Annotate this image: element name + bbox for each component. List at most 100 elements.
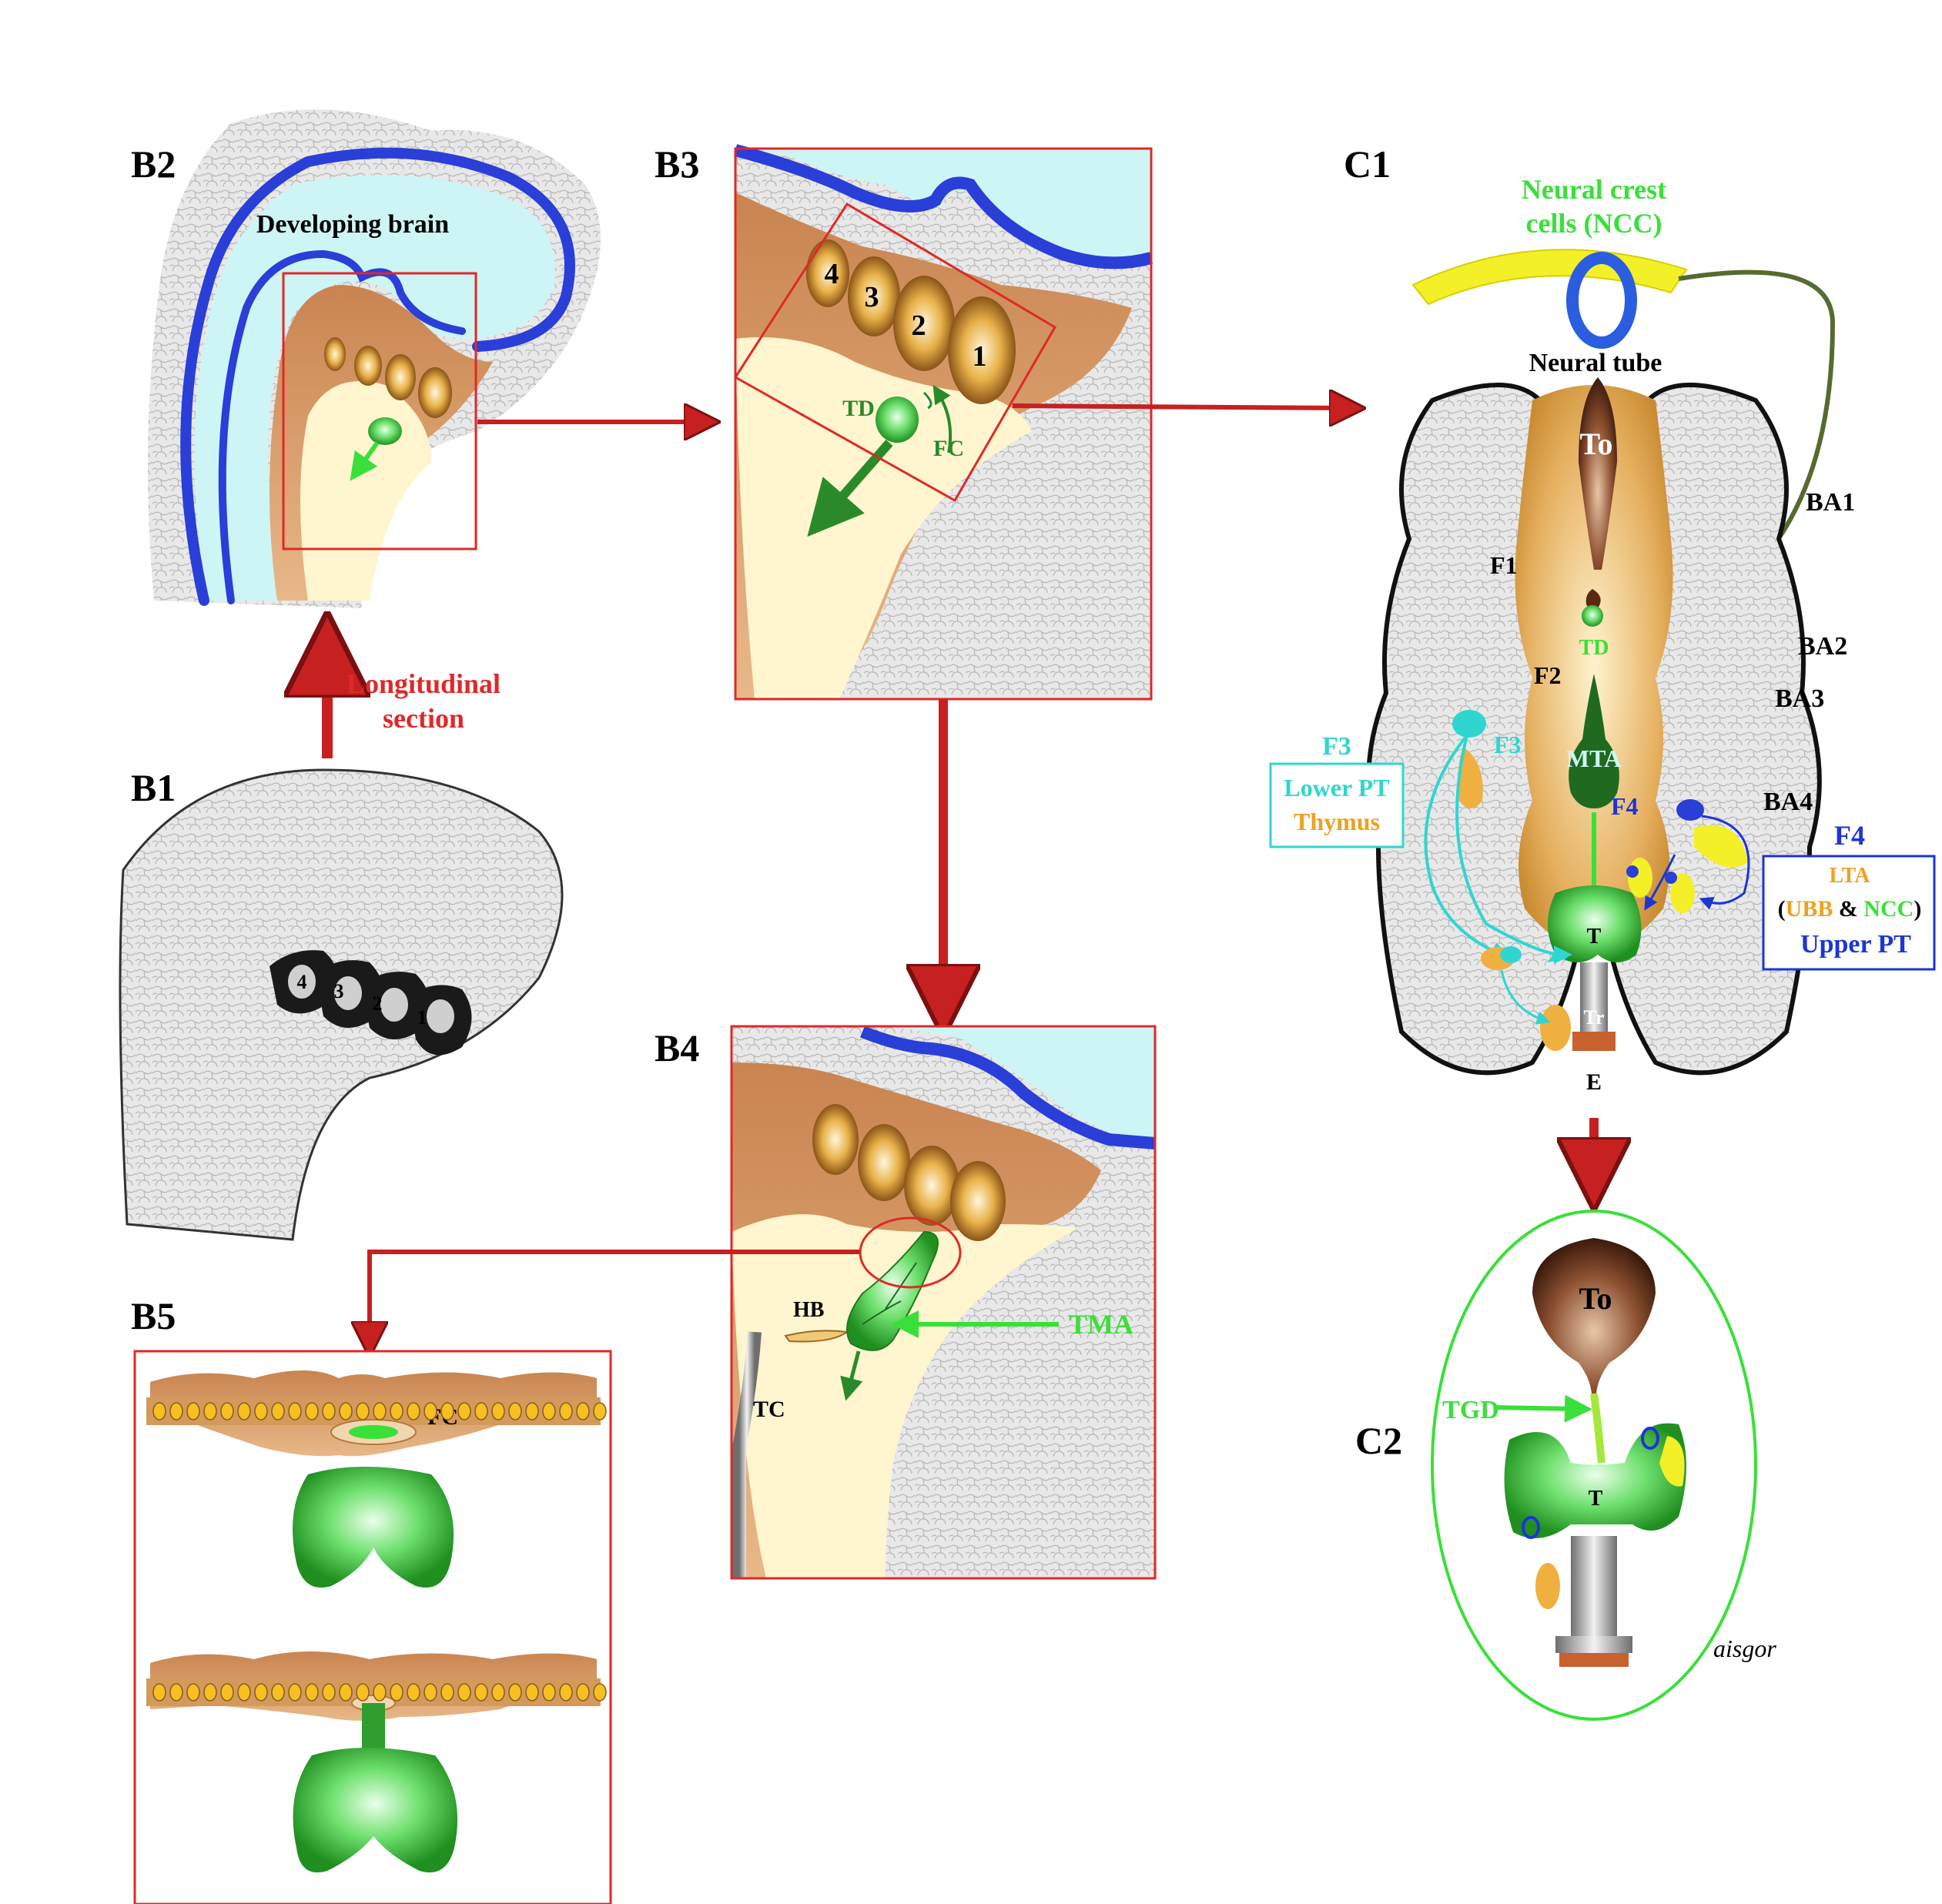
c1-f3-box-line2: Thymus: [1294, 808, 1380, 835]
b1-arch-2: 2: [373, 992, 383, 1015]
b3-td-label: TD: [842, 396, 875, 421]
epithelial-cell: [339, 1402, 353, 1420]
panel-label-b2: B2: [131, 142, 176, 186]
epithelial-cell: [440, 1402, 454, 1420]
epithelial-cell: [593, 1402, 607, 1420]
epithelial-cell: [474, 1683, 488, 1702]
c2-tgd-label: TGD: [1442, 1396, 1499, 1424]
c2-to-label: To: [1579, 1281, 1612, 1316]
epithelial-cell: [169, 1402, 183, 1420]
epithelial-cell: [576, 1683, 590, 1702]
c1-mta: [1569, 674, 1619, 808]
epithelial-cell: [424, 1402, 437, 1420]
b3-pouch-4: 4: [825, 258, 839, 290]
epithelial-cell: [474, 1402, 488, 1420]
epithelial-cell: [491, 1402, 505, 1420]
epithelial-cell: [152, 1683, 166, 1702]
epithelial-cell: [525, 1683, 539, 1702]
b1-arch-4: 4: [297, 971, 307, 993]
epithelial-cell: [288, 1402, 302, 1420]
epithelial-cell: [542, 1402, 556, 1420]
c1-f4-inner-label: F4: [1611, 792, 1639, 820]
epithelial-cell: [305, 1402, 319, 1420]
c1-ba4-label: BA4: [1763, 788, 1813, 816]
epithelial-cell: [305, 1683, 319, 1702]
panel-label-c2: C2: [1355, 1419, 1402, 1462]
epithelial-cell: [322, 1683, 336, 1702]
b5-frame: [133, 1350, 612, 1904]
b3-fc-label: FC: [933, 436, 964, 461]
epithelial-cell: [457, 1683, 471, 1702]
c2-t-label: T: [1589, 1487, 1603, 1511]
c1-neural-tube: [1566, 252, 1637, 349]
c1-t-label: T: [1587, 925, 1602, 949]
b4-tma-label: TMA: [1069, 1309, 1133, 1340]
panel-label-c1: C1: [1344, 142, 1391, 186]
c1-f4-ncc: NCC: [1863, 896, 1914, 922]
c1-f1-label: F1: [1490, 551, 1518, 579]
longitudinal-section-arrow: Longitudinal section: [327, 654, 501, 758]
epithelial-cell: [440, 1683, 454, 1702]
c1-f4-paren-open: (: [1778, 896, 1786, 922]
b5-thyroid-bilobed-top: [293, 1467, 454, 1588]
c2-signature: aisgor: [1713, 1635, 1776, 1662]
c1-f4-ubb: UBB: [1786, 896, 1833, 922]
b4-migration: HB TC TMA B4: [655, 1025, 1157, 1580]
epithelial-cell: [356, 1683, 370, 1702]
c2-thyroid: [1504, 1423, 1686, 1538]
b1-embryo: 4 3 2 1 B1: [119, 766, 564, 1241]
b3-pouch-2: 2: [912, 310, 926, 342]
epithelial-cell: [457, 1402, 471, 1420]
c1-ncc-line2: cells (NCC): [1526, 208, 1662, 239]
b4-frame: [730, 1025, 1157, 1580]
epithelial-cell: [220, 1402, 234, 1420]
panel-label-b3: B3: [655, 142, 699, 186]
b3-zoomed-pharynx: 4 3 2 1 TD FC B3: [655, 142, 1153, 701]
c2-adult-thyroid: To TGD T aisgor C2: [1355, 1210, 1776, 1721]
epithelial-cell: [186, 1683, 200, 1702]
epithelial-cell: [390, 1683, 403, 1702]
longitudinal-label-line1: Longitudinal: [347, 668, 501, 699]
epithelial-cell: [407, 1683, 420, 1702]
epithelial-cell: [508, 1683, 522, 1702]
epithelial-cell: [373, 1402, 387, 1420]
epithelial-cell: [542, 1683, 556, 1702]
c1-f4-legend-box: [1762, 855, 1936, 971]
epithelial-cell: [254, 1683, 268, 1702]
epithelial-cell: [576, 1402, 590, 1420]
c2-tgd-arrow: [1493, 1394, 1592, 1423]
b2-developing-brain: Developing brain: [256, 210, 449, 239]
epithelial-cell: [271, 1683, 285, 1702]
epithelial-cell: [203, 1683, 217, 1702]
longitudinal-label-line2: section: [383, 703, 464, 734]
c1-f2-label: F2: [1534, 661, 1562, 689]
epithelial-cell: [424, 1683, 437, 1702]
c1-f4-box-title: F4: [1834, 820, 1865, 851]
c1-f3-legend-box: [1269, 762, 1405, 848]
panel-label-b5: B5: [131, 1294, 176, 1337]
panel-label-b1: B1: [131, 766, 176, 809]
arrow-b3-to-c1: [1012, 406, 1348, 408]
c2-frame-oval: [1431, 1210, 1757, 1721]
b4-tc-label: TC: [753, 1397, 785, 1422]
epithelial-cell: [491, 1683, 505, 1702]
b3-pouch-3: 3: [865, 281, 879, 313]
epithelial-cell: [356, 1402, 370, 1420]
c1-neural-crest-band: [1411, 249, 1688, 306]
epithelial-cell: [559, 1402, 573, 1420]
epithelial-cell: [559, 1683, 573, 1702]
b3-descent-arrow: [807, 440, 893, 537]
epithelial-cell: [186, 1402, 200, 1420]
b2-section: Developing brain B2: [131, 109, 601, 608]
c1-e-label: E: [1586, 1069, 1602, 1095]
epithelial-cell: [220, 1683, 234, 1702]
epithelial-cell: [508, 1402, 522, 1420]
b1-arch-1: 1: [417, 1006, 427, 1029]
epithelial-cell: [407, 1402, 420, 1420]
epithelial-cell: [169, 1683, 183, 1702]
b3-thyroid-diverticulum: [876, 397, 919, 443]
c1-td-label: TD: [1579, 636, 1609, 660]
c1-ncc-line1: Neural crest: [1522, 174, 1666, 205]
epithelial-cell: [237, 1683, 251, 1702]
epithelial-cell: [339, 1683, 353, 1702]
